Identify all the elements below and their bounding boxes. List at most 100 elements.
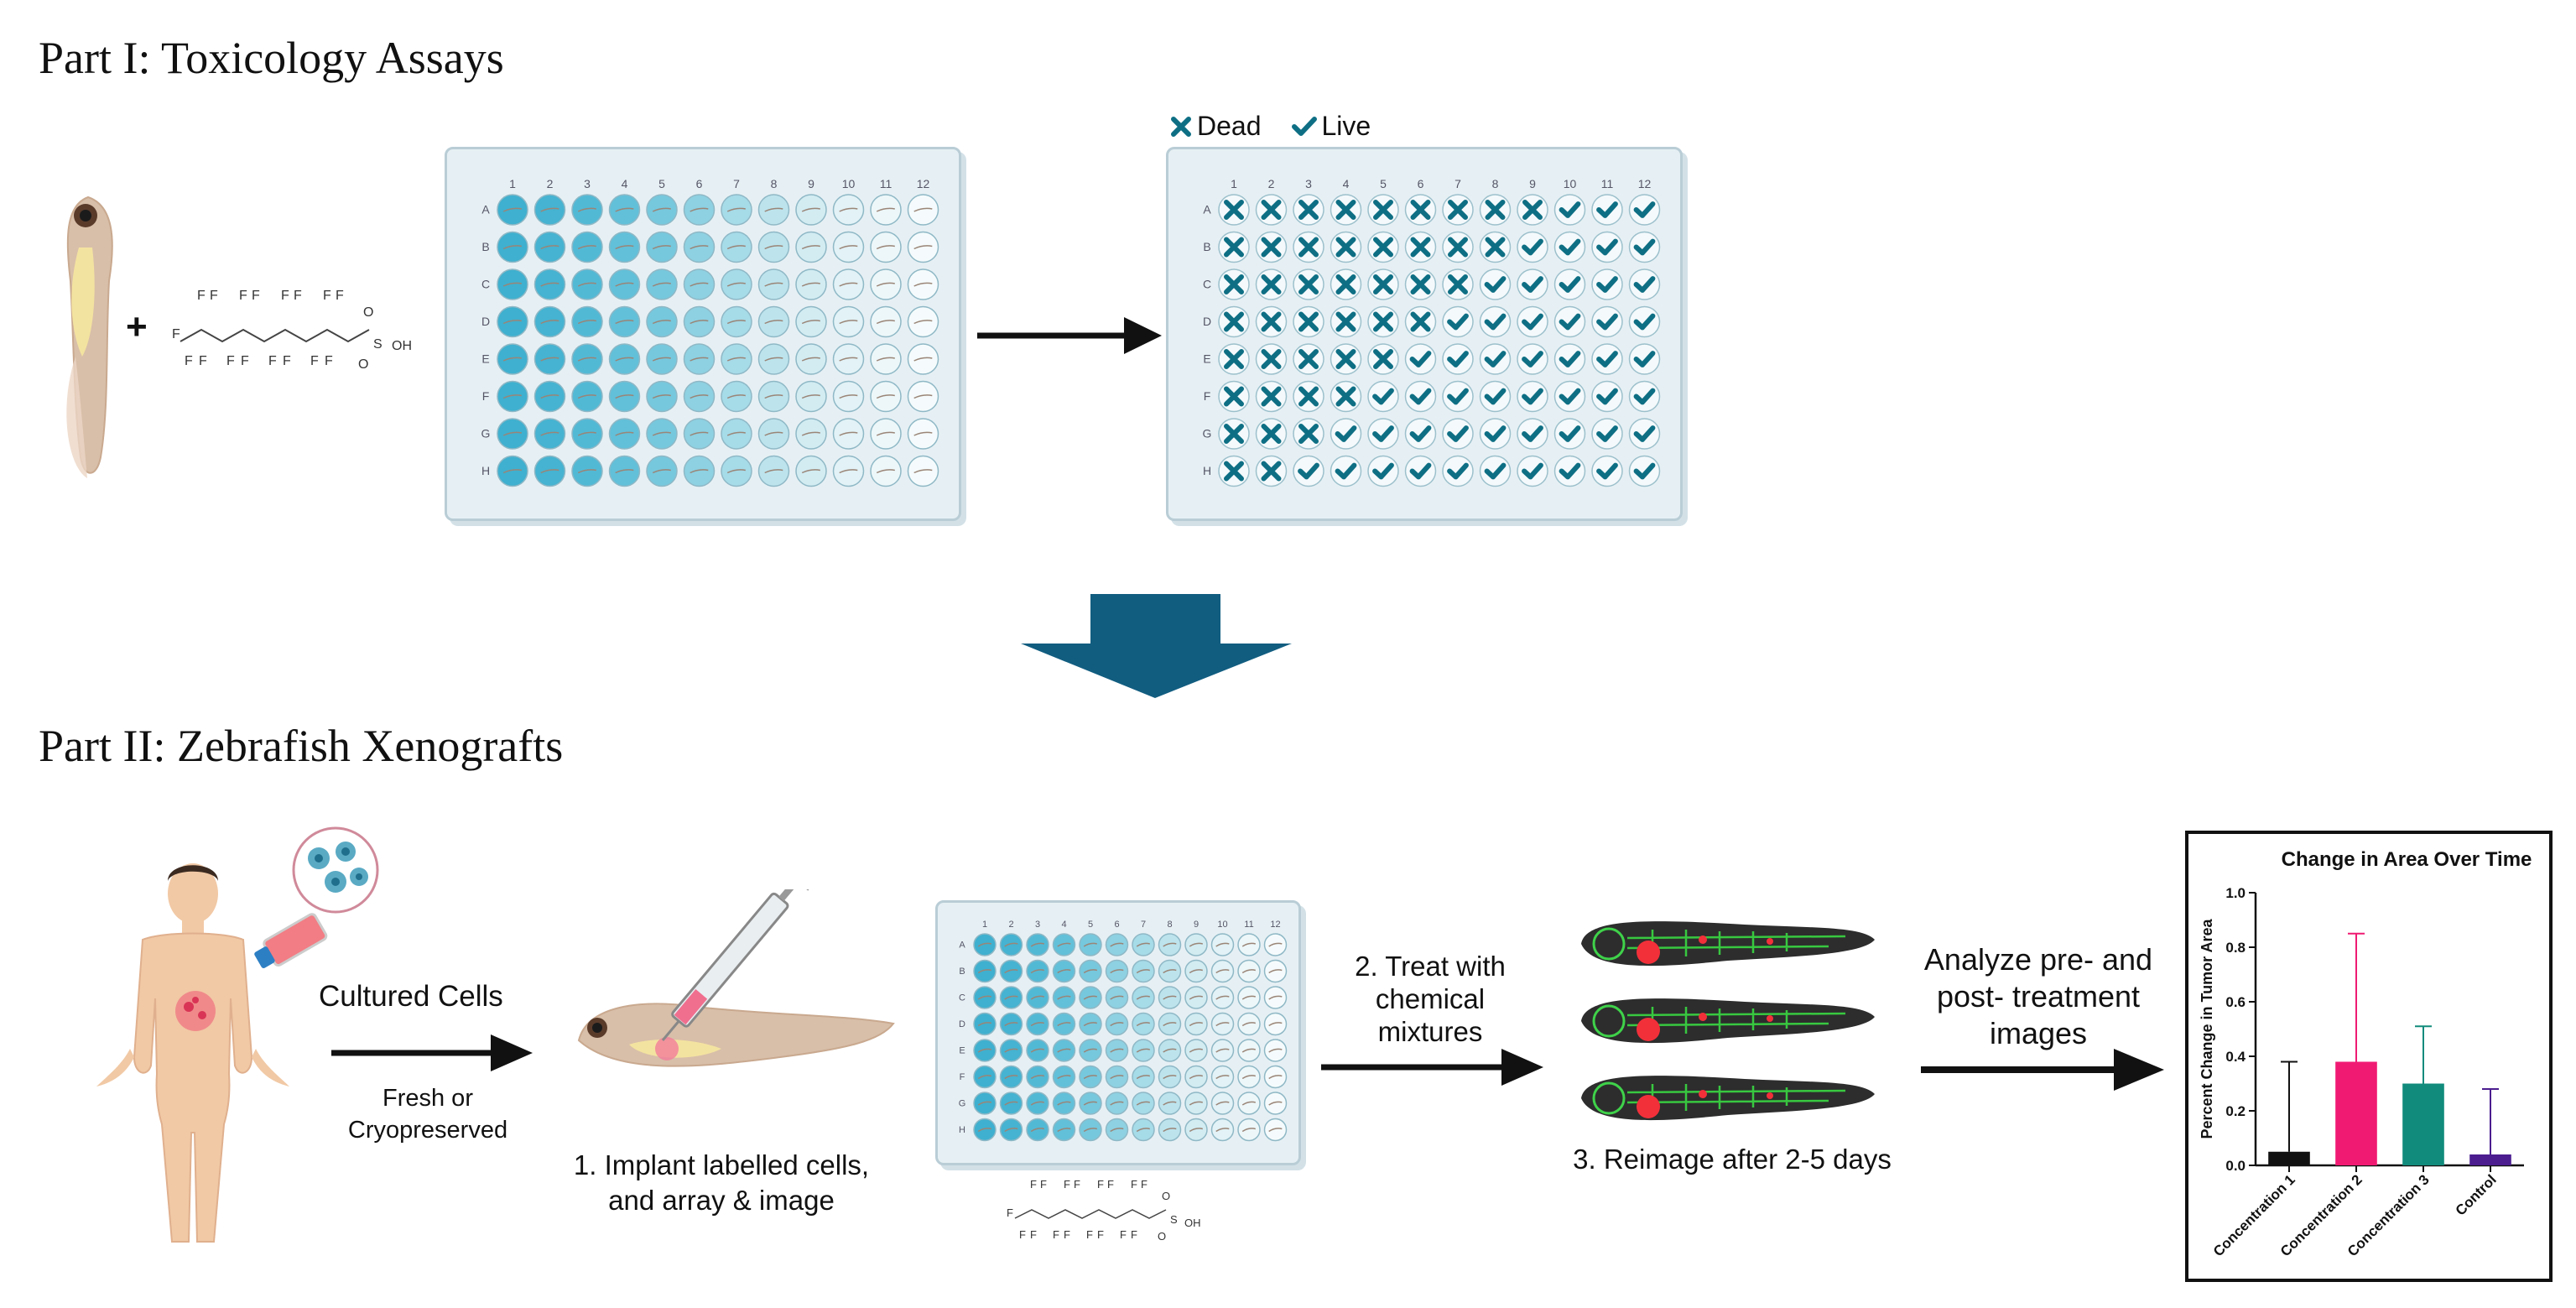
plate-well — [1079, 1039, 1102, 1062]
plate-row-label: F — [482, 389, 490, 403]
plate-well — [1158, 1012, 1182, 1036]
larva-in-well — [540, 357, 559, 362]
legend-live: Live — [1291, 111, 1371, 142]
larva-in-well — [801, 282, 820, 287]
legend-live-label: Live — [1321, 111, 1371, 141]
fresh-line-1: Fresh or — [382, 1085, 473, 1112]
plate-column-label: 3 — [1305, 177, 1312, 190]
plate-well — [1263, 959, 1288, 983]
svg-text:F: F — [1040, 1178, 1047, 1191]
dead-mark-icon — [1448, 237, 1468, 258]
plate-well — [683, 305, 716, 338]
fish-silhouette — [1581, 998, 1875, 1044]
plate-well — [1132, 1118, 1155, 1142]
plate-well — [571, 305, 603, 338]
larva-in-well — [1004, 969, 1018, 974]
implant-step-label: 1. Implant labelled cells, and array & i… — [554, 1148, 889, 1218]
larva-in-well — [1057, 995, 1071, 1000]
plate-column-label: 6 — [1114, 920, 1119, 930]
plate-well — [1184, 1065, 1208, 1089]
larva-in-well — [913, 207, 933, 212]
live-mark-icon — [1409, 462, 1432, 480]
larva-in-well — [502, 282, 522, 287]
plate-well — [757, 231, 790, 263]
larva-in-well — [1189, 1075, 1203, 1080]
live-mark-icon — [1559, 462, 1581, 480]
larva-in-well — [1030, 942, 1044, 947]
live-mark-icon — [1559, 313, 1581, 331]
svg-text:F: F — [239, 289, 247, 303]
plate-well — [721, 380, 752, 413]
larva-in-well — [1083, 1048, 1097, 1053]
live-mark-icon — [1559, 201, 1581, 218]
svg-text:S: S — [1170, 1213, 1178, 1226]
larva-in-well — [1241, 969, 1256, 974]
plate-well — [683, 343, 716, 375]
plate-well — [1132, 1012, 1155, 1036]
live-mark-icon — [1447, 425, 1469, 442]
larva-in-well — [1163, 995, 1177, 1000]
larva-in-well — [913, 245, 933, 250]
larva-in-well — [1057, 969, 1071, 974]
plate-column-label: 11 — [1244, 920, 1253, 930]
larva-in-well — [615, 320, 634, 325]
larva-in-well — [615, 207, 634, 212]
plate-well — [1079, 933, 1102, 956]
plate-well — [571, 380, 603, 413]
plate-well — [1237, 1012, 1261, 1036]
plate-well — [1132, 959, 1155, 983]
plate-well — [1026, 1092, 1049, 1115]
plate-well — [907, 418, 939, 450]
plate-well — [533, 418, 566, 450]
dead-mark-icon — [1224, 311, 1244, 332]
fish-eye — [1592, 1004, 1626, 1038]
right-arrow-icon — [1321, 1049, 1543, 1086]
larva-in-well — [876, 207, 895, 212]
plate-well — [870, 194, 902, 226]
larva-in-well — [690, 320, 709, 325]
larva-in-well — [1004, 1022, 1018, 1027]
plate-well — [1210, 959, 1235, 983]
larva-in-well — [1030, 1048, 1044, 1053]
plate-well — [757, 455, 790, 487]
svg-text:F: F — [1030, 1228, 1037, 1241]
plate-well — [907, 380, 939, 413]
larva-in-well — [1030, 1128, 1044, 1133]
live-mark-icon — [1335, 425, 1357, 442]
larva-in-well — [1189, 1128, 1203, 1133]
larva-in-well — [726, 431, 746, 436]
svg-text:OH: OH — [392, 339, 412, 353]
plate-well — [907, 231, 939, 263]
larva-in-well — [977, 1101, 991, 1106]
larva-in-well — [801, 320, 820, 325]
dead-mark-icon — [1224, 386, 1244, 407]
larva-in-well — [1083, 1075, 1097, 1080]
live-mark-icon — [1633, 238, 1656, 256]
larva-in-well — [690, 394, 709, 399]
plate-row-label: F — [1204, 389, 1211, 403]
svg-text:F: F — [199, 354, 207, 368]
plate-well — [1105, 1012, 1129, 1036]
live-mark-icon — [1372, 425, 1394, 442]
plate-row-label: H — [1203, 464, 1211, 477]
plate-row-label: C — [481, 278, 490, 291]
larva-in-well — [690, 282, 709, 287]
live-mark-icon — [1596, 462, 1618, 480]
larva-in-well — [1241, 1128, 1256, 1133]
plate-column-label: 4 — [1343, 177, 1350, 190]
live-mark-icon — [1484, 388, 1507, 405]
larva-in-well — [615, 469, 634, 474]
larva-in-well — [1163, 1101, 1177, 1106]
plate-column-label: 12 — [1270, 920, 1280, 930]
larva-in-well — [764, 357, 783, 362]
plate-column-label: 12 — [917, 177, 930, 190]
tumor-spot — [1699, 1090, 1707, 1098]
plate-column-label: 6 — [696, 177, 703, 190]
plate-well — [571, 418, 603, 450]
chart-bar — [2268, 1151, 2310, 1165]
live-mark-icon — [1633, 462, 1656, 480]
svg-text:F: F — [1053, 1228, 1059, 1241]
dead-mark-icon — [1335, 349, 1356, 369]
